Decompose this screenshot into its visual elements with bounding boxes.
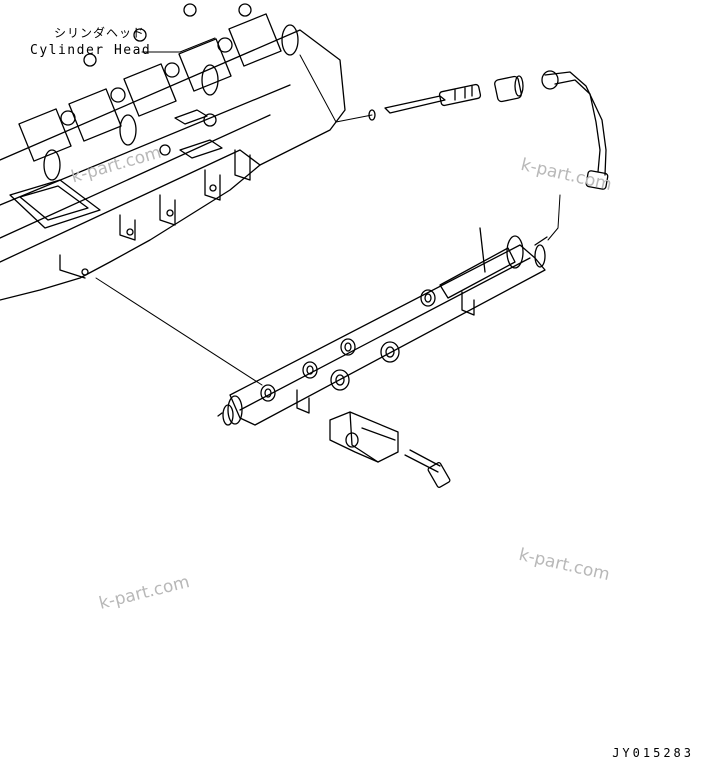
rail-bracket bbox=[329, 411, 399, 463]
drawing-code: JY015283 bbox=[612, 746, 694, 760]
common-rail bbox=[217, 227, 548, 426]
assembly-leader-lines bbox=[95, 37, 561, 386]
cylinder-head-label-jp: シリンダヘッド bbox=[54, 26, 146, 40]
cylinder-head bbox=[0, 3, 346, 301]
cylinder-head-label-en: Cylinder Head bbox=[30, 43, 152, 58]
injector-assembly bbox=[368, 70, 609, 190]
mounting-bolt bbox=[404, 449, 451, 488]
